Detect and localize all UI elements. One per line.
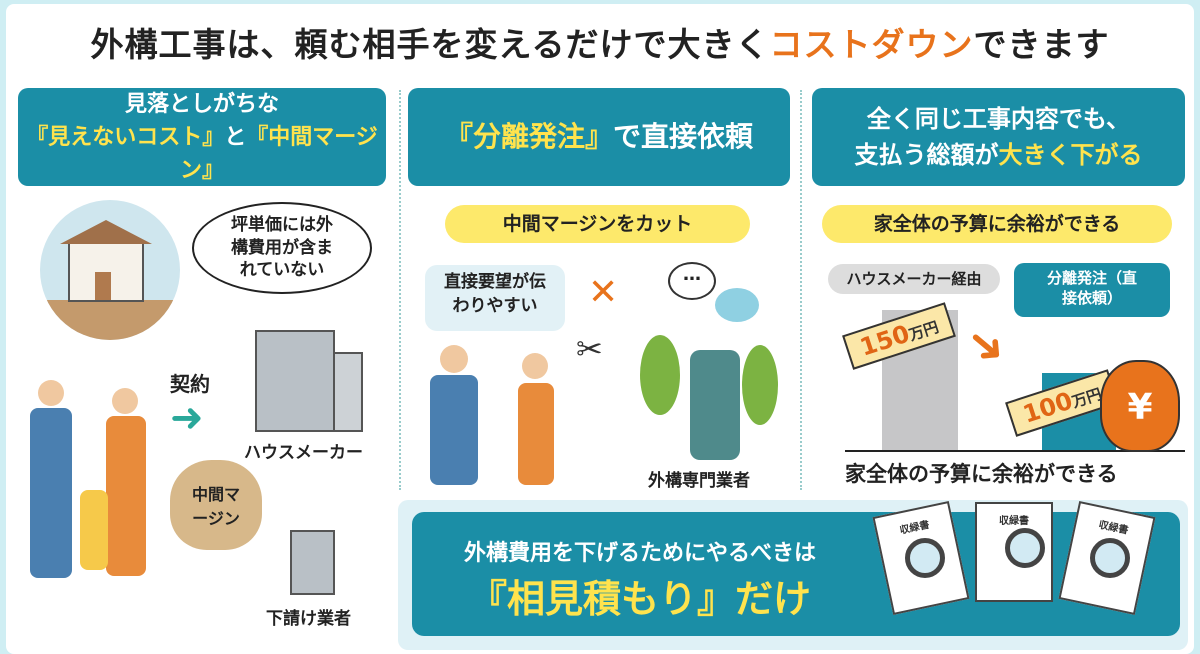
- specialist-label: 外構専門業者: [648, 471, 750, 491]
- cut-margin-pill: 中間マージンをカット: [445, 205, 750, 243]
- maker-route-label: ハウスメーカー経由: [828, 264, 1000, 294]
- divider: [800, 90, 802, 490]
- chat-icon: [715, 288, 759, 322]
- speech-bubble: 直接要望が伝わりやすい: [425, 265, 565, 331]
- baseline: [845, 450, 1185, 452]
- divider: [399, 90, 401, 490]
- yen-money-bag-icon: ¥: [1100, 360, 1180, 452]
- magnifier-icon: [1090, 538, 1130, 578]
- family-illustration: [430, 345, 570, 485]
- tree-icon: [742, 345, 778, 425]
- subcontractor-label: 下請け業者: [266, 609, 351, 629]
- speech-bubble: 坪単価には外構費用が含まれていない: [192, 202, 372, 294]
- cross-icon: ✕: [588, 272, 619, 313]
- direct-order-label: 分離発注（直接依頼）: [1014, 263, 1170, 317]
- tree-icon: [640, 335, 680, 415]
- contract-label: 契約: [170, 372, 210, 396]
- family-illustration: [30, 380, 160, 590]
- budget-caption: 家全体の予算に余裕ができる: [845, 462, 1118, 486]
- worker-illustration: [690, 350, 740, 460]
- building-icon: [255, 330, 335, 432]
- chat-icon: …: [668, 262, 716, 300]
- col2-header: 『分離発注』で直接依頼: [408, 88, 790, 186]
- house-illustration: [40, 200, 180, 340]
- arrow-icon: ➜: [170, 395, 204, 441]
- banner-line2: 『相見積もり』だけ: [468, 577, 811, 621]
- magnifier-icon: [905, 538, 945, 578]
- col1-header: 見落としがちな 『見えないコスト』と『中間マージン』: [18, 88, 386, 186]
- col3-header: 全く同じ工事内容でも、 支払う総額が大きく下がる: [812, 88, 1185, 186]
- page-title: 外構工事は、頼む相手を変えるだけで大きくコストダウンできます: [90, 25, 1110, 64]
- subcontractor-building-icon: [290, 530, 335, 595]
- banner-line1: 外構費用を下げるためにやるべきは: [463, 541, 816, 566]
- house-maker-label: ハウスメーカー: [244, 443, 363, 463]
- scissors-icon: ✂: [576, 330, 603, 368]
- magnifier-icon: [1005, 528, 1045, 568]
- building-annex: [333, 352, 363, 432]
- margin-money-bag: 中間マージン: [170, 460, 262, 550]
- budget-pill: 家全体の予算に余裕ができる: [822, 205, 1172, 243]
